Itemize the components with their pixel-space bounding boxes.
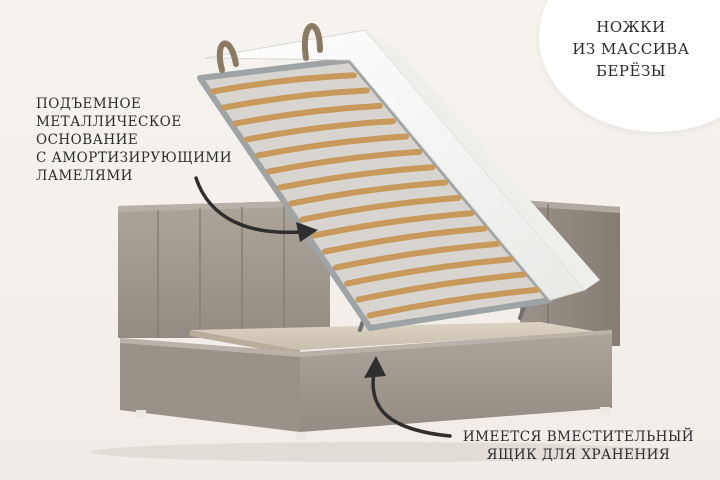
slat	[220, 87, 370, 111]
note-line: ЯЩИК ДЛЯ ХРАНЕНИЯ	[486, 447, 671, 463]
slat	[254, 133, 410, 159]
note-line: ИМЕЕТСЯ ВМЕСТИТЕЛЬНЫЙ	[462, 429, 694, 445]
slat	[276, 164, 436, 191]
storage-note: ИМЕЕТСЯ ВМЕСТИТЕЛЬНЫЙ ЯЩИК ДЛЯ ХРАНЕНИЯ	[463, 428, 694, 464]
slat	[288, 179, 449, 207]
slat	[321, 225, 488, 255]
arrow-head	[364, 356, 386, 378]
leg	[600, 407, 610, 415]
base-frame	[120, 330, 612, 440]
legs-note: НОЖКИ ИЗ МАССИВА БЕРЁЗЫ	[566, 16, 696, 82]
slat	[310, 210, 475, 239]
note-line: ИЗ МАССИВА	[572, 40, 690, 58]
note-line: МЕТАЛЛИЧЕСКОЕ	[36, 114, 182, 130]
leg	[296, 432, 306, 440]
mattress-handle	[301, 23, 323, 61]
headboard	[118, 200, 330, 338]
slats	[209, 72, 540, 319]
slat	[332, 240, 501, 271]
curved-arrow-icon	[371, 370, 452, 438]
note-line: ПОДЪЕМНОЕ	[36, 96, 142, 112]
leg	[136, 410, 146, 418]
curved-arrow-icon	[194, 176, 302, 235]
slat	[344, 256, 514, 287]
lift-base-frame	[197, 57, 553, 331]
storage-box-interior	[190, 322, 600, 350]
slat	[355, 271, 527, 303]
note-line: НОЖКИ	[596, 18, 666, 36]
arrow-head	[296, 222, 318, 242]
lift-base-note: ПОДЪЕМНОЕ МЕТАЛЛИЧЕСКОЕ ОСНОВАНИЕ С АМОР…	[36, 95, 232, 185]
note-line: С АМОРТИЗИРУЮЩИМИ	[36, 150, 233, 166]
slat	[265, 148, 423, 175]
floor-shadow	[90, 442, 670, 462]
mattress-handle	[216, 40, 239, 73]
slat	[243, 118, 397, 143]
slat	[232, 102, 383, 127]
mattress	[204, 23, 600, 301]
slat	[209, 72, 357, 95]
slat	[299, 194, 462, 223]
note-line: ОСНОВАНИЕ	[36, 132, 139, 148]
slat	[366, 286, 540, 319]
note-line: ЛАМЕЛЯМИ	[36, 168, 133, 184]
note-line: БЕРЁЗЫ	[595, 62, 667, 80]
